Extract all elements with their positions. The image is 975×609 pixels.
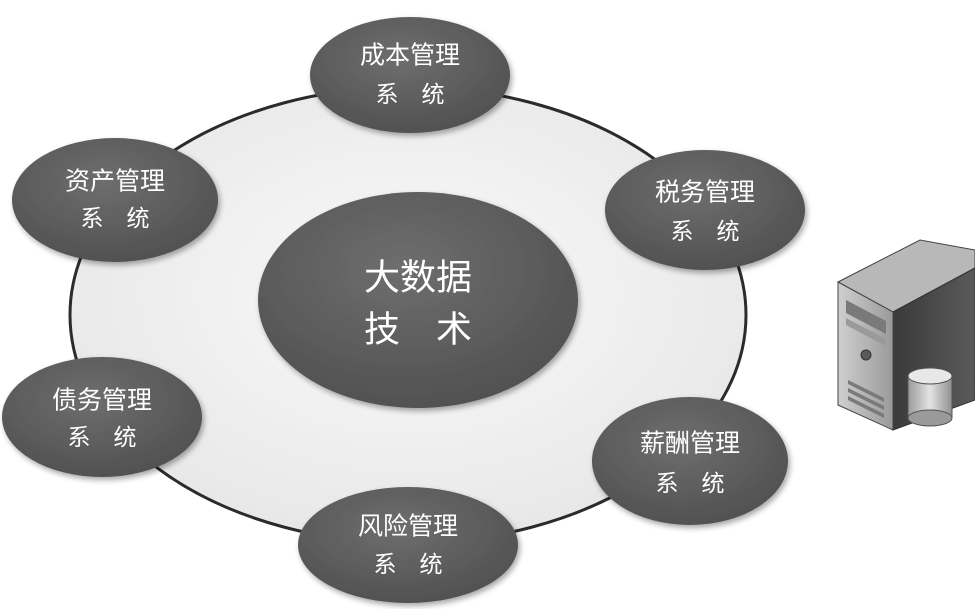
node-asset-title: 资产管理 bbox=[65, 167, 165, 196]
node-tax-title: 税务管理 bbox=[655, 178, 755, 207]
server-icon bbox=[836, 239, 975, 431]
node-debt-subtitle: 系 统 bbox=[68, 425, 137, 451]
node-risk-management: 风险管理 系 统 bbox=[298, 487, 518, 603]
center-subtitle: 技 术 bbox=[364, 310, 472, 351]
node-tax-subtitle: 系 统 bbox=[671, 219, 740, 245]
node-cost-title: 成本管理 bbox=[360, 41, 460, 70]
node-salary-management: 薪酬管理 系 统 bbox=[592, 397, 788, 525]
node-cost-subtitle: 系 统 bbox=[376, 82, 445, 108]
node-salary-subtitle: 系 统 bbox=[656, 471, 725, 497]
database-icon bbox=[907, 367, 953, 427]
node-cost-management: 成本管理 系 统 bbox=[310, 17, 510, 133]
node-risk-subtitle: 系 统 bbox=[374, 552, 443, 578]
center-title: 大数据 bbox=[364, 258, 472, 299]
node-salary-title: 薪酬管理 bbox=[640, 429, 740, 458]
node-debt-management: 债务管理 系 统 bbox=[2, 357, 202, 477]
node-debt-title: 债务管理 bbox=[52, 386, 152, 415]
node-tax-management: 税务管理 系 统 bbox=[605, 150, 805, 270]
center-node: 大数据 技 术 bbox=[258, 192, 578, 408]
node-risk-title: 风险管理 bbox=[358, 512, 458, 541]
node-asset-subtitle: 系 统 bbox=[81, 206, 150, 232]
node-asset-management: 资产管理 系 统 bbox=[12, 138, 218, 262]
